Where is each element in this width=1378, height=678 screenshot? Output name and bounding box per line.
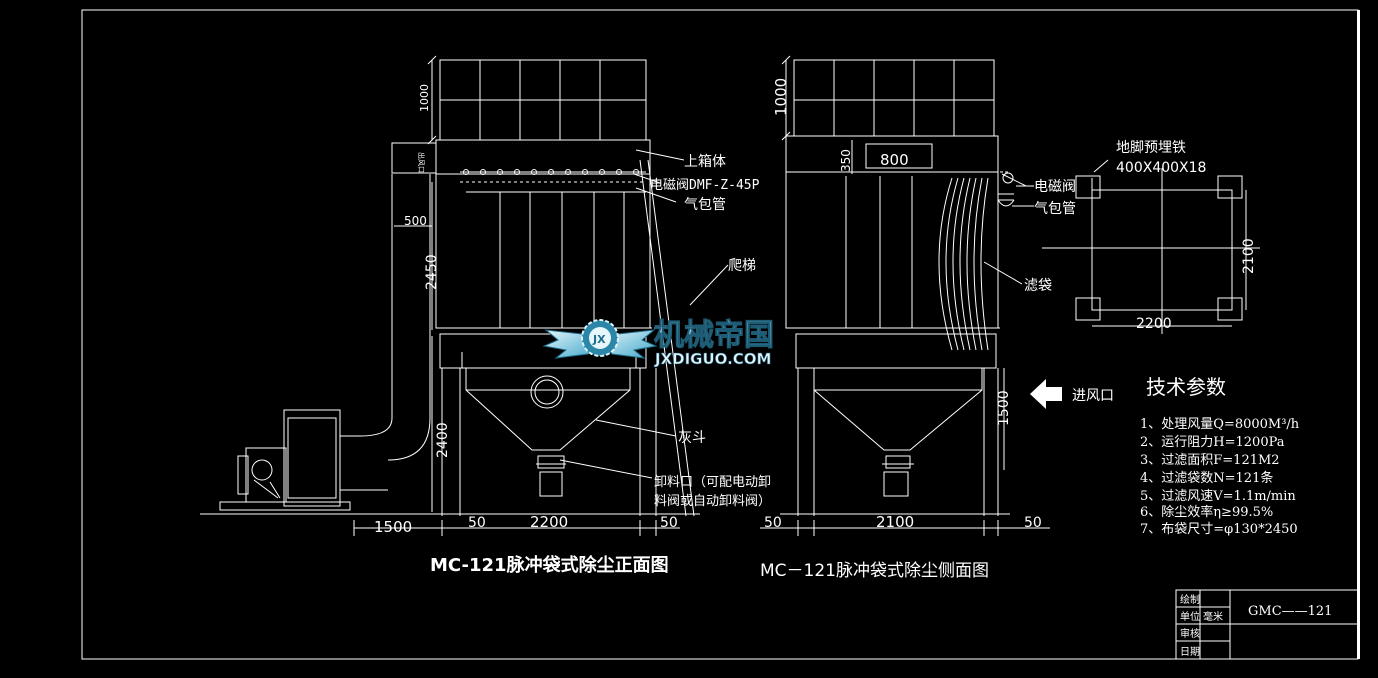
foundation-plate-br xyxy=(1217,297,1243,321)
front-ladder xyxy=(639,159,695,517)
label-discharge-1: 卸料口（可配电动卸 xyxy=(654,474,771,490)
tb-date-label: 日期 xyxy=(1180,646,1200,658)
foundation-plate-tr xyxy=(1217,175,1243,199)
tech-item-7: 7、布袋尺寸=φ130*2450 xyxy=(1140,522,1298,537)
side-access-opening xyxy=(865,143,933,169)
tech-item-5: 5、过滤风速V=1.1m/min xyxy=(1140,489,1296,504)
label-inlet: 进风口 xyxy=(1072,388,1114,404)
tech-heading: 技术参数 xyxy=(1146,375,1226,399)
tb-unit-label: 单位 xyxy=(1180,610,1200,623)
logo-badge: JX xyxy=(592,333,606,346)
front-top-grid xyxy=(439,59,647,141)
label-airbag-side: 气包管 xyxy=(1034,201,1076,217)
dim-side-opening: 800 xyxy=(880,151,909,169)
front-discharge-valve xyxy=(537,455,565,469)
label-upper-box: 上箱体 xyxy=(684,154,726,170)
side-view xyxy=(760,55,1050,536)
label-discharge-2: 料阀或自动卸料阀） xyxy=(654,493,771,509)
label-ladder: 爬梯 xyxy=(728,258,756,274)
front-hopper-band xyxy=(439,333,647,369)
logo-text-en: JXDIGUO.COM xyxy=(654,350,771,368)
front-box-body xyxy=(435,173,651,329)
front-view xyxy=(200,55,729,536)
front-upper-box xyxy=(435,139,651,175)
label-filter-bag: 滤袋 xyxy=(1024,278,1052,294)
front-inspection-door xyxy=(530,375,564,409)
front-fan-motor xyxy=(219,409,351,511)
front-valve-row xyxy=(460,169,646,175)
foundation-width: 2200 xyxy=(1136,316,1172,332)
foundation-plate-tl xyxy=(1075,175,1101,199)
title-block xyxy=(1175,589,1359,660)
dim-side-support: 1500 xyxy=(996,390,1012,426)
foundation-size: 400X400X18 xyxy=(1116,160,1206,176)
label-ash-hopper: 灰斗 xyxy=(678,430,706,446)
foundation-plan xyxy=(1042,159,1260,334)
foundation-title: 地脚预埋铁 xyxy=(1116,140,1186,156)
tech-item-1: 1、处理风量Q=8000M³/h xyxy=(1140,417,1300,432)
label-solenoid-side: 电磁阀 xyxy=(1034,179,1076,195)
inlet-arrow xyxy=(1030,379,1062,409)
tech-item-6: 6、除尘效率η≥99.5% xyxy=(1140,504,1273,520)
dim-front-offset: 500 xyxy=(404,214,427,228)
dim-front-hopper: 2400 xyxy=(435,422,451,458)
label-outlet: 出风口 xyxy=(417,152,426,173)
watermark-logo: JX 机械帝国 JXDIGUO.COM xyxy=(542,318,775,368)
front-view-title: MC-121脉冲袋式除尘正面图 xyxy=(430,554,669,576)
front-duct xyxy=(340,174,431,491)
tb-review-label: 审核 xyxy=(1180,627,1200,640)
side-dimension-lines xyxy=(760,55,1050,536)
tech-item-4: 4、过滤袋数N=121条 xyxy=(1140,470,1273,486)
tech-item-3: 3、过滤面积F=121M2 xyxy=(1140,453,1280,468)
dim-side-right-gap: 50 xyxy=(1024,515,1042,531)
side-top-grid xyxy=(793,59,995,137)
dim-front-left-gap: 50 xyxy=(468,515,486,531)
label-airbag-front: 气包管 xyxy=(684,197,726,213)
foundation-plate-bl xyxy=(1075,297,1101,321)
side-hopper-band xyxy=(795,333,997,369)
dim-front-right-gap: 50 xyxy=(660,515,678,531)
front-leaders xyxy=(559,149,729,479)
front-hopper xyxy=(465,368,631,451)
dim-front-width: 2200 xyxy=(530,513,568,531)
tb-drawing-no: GMC——121 xyxy=(1248,604,1332,619)
dim-front-top: 1000 xyxy=(418,84,431,112)
tb-unit-value: 毫米 xyxy=(1203,610,1223,623)
dim-side-left-gap: 50 xyxy=(764,515,782,531)
tb-drawn-label: 绘制 xyxy=(1180,593,1200,606)
dim-front-box: 2450 xyxy=(424,254,440,290)
side-view-title: MC－121脉冲袋式除尘侧面图 xyxy=(760,561,989,581)
dim-side-top: 1000 xyxy=(772,78,790,116)
drawing-frame xyxy=(81,9,1360,660)
side-filter-bags xyxy=(938,177,989,351)
side-hopper xyxy=(813,368,983,451)
front-dimension-lines xyxy=(353,55,680,536)
dim-side-upper: 350 xyxy=(839,149,853,172)
tech-item-2: 2、运行阻力H=1200Pa xyxy=(1140,435,1285,450)
dim-side-width: 2100 xyxy=(876,513,914,531)
foundation-depth: 2100 xyxy=(1241,238,1257,274)
label-solenoid-front: 电磁阀DMF-Z-45P xyxy=(650,178,760,193)
dim-front-fan: 1500 xyxy=(374,518,412,536)
logo-text-cn: 机械帝国 xyxy=(654,318,774,353)
front-outlet-flange xyxy=(391,142,437,174)
side-solenoid xyxy=(997,172,1027,207)
